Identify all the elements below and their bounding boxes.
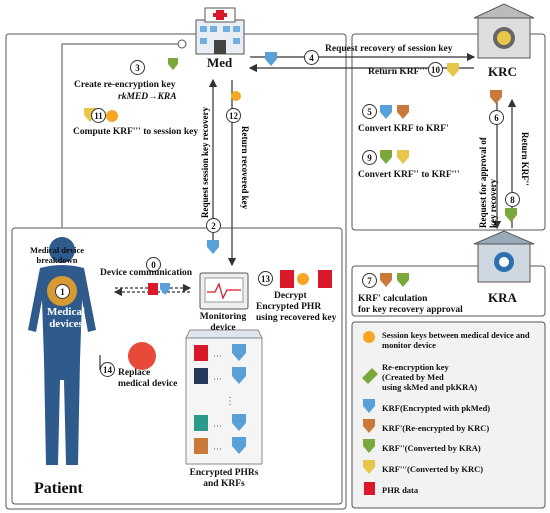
legend-reenc-c: using skMed and pkKRA)	[382, 382, 478, 392]
monitor-label: Monitoring device	[199, 312, 247, 333]
step-4-badge: 4	[304, 50, 319, 65]
patient-frame	[11, 227, 343, 505]
svg-text:···: ···	[213, 374, 222, 384]
kra-building-icon	[473, 230, 535, 283]
key-icon-13	[297, 273, 309, 285]
step-7-badge: 7	[362, 273, 377, 288]
step-7-label-b: for key recovery approval	[358, 305, 463, 315]
med-title: Med	[207, 55, 233, 70]
step-shields	[84, 52, 517, 295]
legend-krf3: KRF'''(Converted by KRC)	[382, 464, 484, 474]
step-13-label-c: using recovered key	[256, 313, 337, 323]
legend-krf1: KRF'(Re-encrypted by KRC)	[382, 423, 490, 433]
step-4-label: Request recovery of session key	[325, 44, 453, 54]
step-0-label: Device communication	[100, 268, 193, 278]
patient-title: Patient	[34, 480, 83, 497]
legend-icons	[362, 331, 378, 495]
step-13-label-a: Decrypt	[274, 291, 307, 301]
breakdown-line	[61, 43, 178, 228]
step-1-breakdown-label: Medical device breakdown	[29, 245, 85, 265]
svg-text:···: ···	[213, 351, 222, 361]
krc-frame	[351, 33, 546, 231]
storage-rows: ⋮ ··· ··· ··· ···	[194, 344, 246, 454]
step-11-badge: 11	[91, 108, 106, 123]
legend-phr: PHR data	[382, 485, 419, 495]
legend-frame	[351, 321, 546, 509]
step-1-devices-label: Medical devices	[47, 306, 85, 330]
heart-device-icon	[128, 342, 156, 370]
step-12-label: Return recovered key	[240, 126, 250, 210]
step-10-label: Return KRF'''	[368, 67, 428, 77]
svg-text:···: ···	[213, 421, 222, 431]
step-9-badge: 9	[362, 150, 377, 165]
step-13-badge: 13	[258, 271, 273, 286]
med-building-icon	[195, 7, 245, 55]
svg-text:···: ···	[213, 444, 222, 454]
legend-reenc-a: Re-encryption key	[382, 362, 449, 372]
monitor-device-icon	[199, 272, 249, 310]
med-frame	[5, 33, 347, 510]
step-14-badge: 14	[100, 362, 115, 377]
kra-title: KRA	[488, 290, 517, 305]
step-5-label: Convert KRF to KRF'	[358, 124, 449, 134]
step-1-badge: 1	[55, 284, 70, 299]
step-3-label: Create re-encryption key	[74, 80, 176, 90]
step-6-badge: 6	[489, 110, 504, 125]
step-6-label: Request for approval of key recovery	[478, 137, 498, 228]
phr-icon-0	[148, 283, 158, 295]
step-3-key-label: rkMED→KRA	[118, 92, 177, 102]
legend-krf2: KRF''(Converted by KRA)	[382, 443, 481, 453]
step-9-label: Convert KRF'' to KRF'''	[358, 170, 460, 180]
connector-dot	[177, 39, 187, 49]
kra-frame	[351, 265, 546, 317]
step-10-badge: 10	[428, 62, 443, 77]
krc-building-icon	[473, 3, 535, 59]
legend-session-keys: Session keys between medical device and …	[382, 330, 530, 350]
key-icon-12	[231, 91, 241, 101]
step-13-label-b: Encrypted PHR	[256, 302, 322, 312]
step-3-badge: 3	[130, 60, 145, 75]
phr-icon-13	[280, 270, 294, 288]
step-5-badge: 5	[362, 104, 377, 119]
step-11-label: Compute KRF''' to session key	[73, 127, 199, 137]
step-7-label-a: KRF' calculation	[358, 294, 428, 304]
phr-icon-13b	[318, 270, 332, 288]
krc-title: KRC	[488, 64, 517, 79]
step-2-label: Request session key recovery	[200, 106, 210, 218]
storage-label: Encrypted PHRs and KRFs	[189, 468, 259, 489]
step-14-label-a: Replace	[118, 368, 151, 378]
svg-text:⋮: ⋮	[225, 396, 235, 407]
step-8-label: Return KRF''	[520, 132, 530, 186]
step-2-badge: 2	[206, 218, 221, 233]
legend-reenc-b: (Created by Med	[382, 372, 444, 382]
key-icon-11	[106, 110, 118, 122]
patient-body-icon	[28, 237, 96, 465]
step-8-badge: 8	[505, 192, 520, 207]
legend-krf: KRF(Encrypted with pkMed)	[382, 403, 491, 413]
step-12-badge: 12	[226, 108, 241, 123]
step-14-label-b: medical device	[118, 379, 178, 389]
step-0-badge: 0	[146, 257, 161, 272]
